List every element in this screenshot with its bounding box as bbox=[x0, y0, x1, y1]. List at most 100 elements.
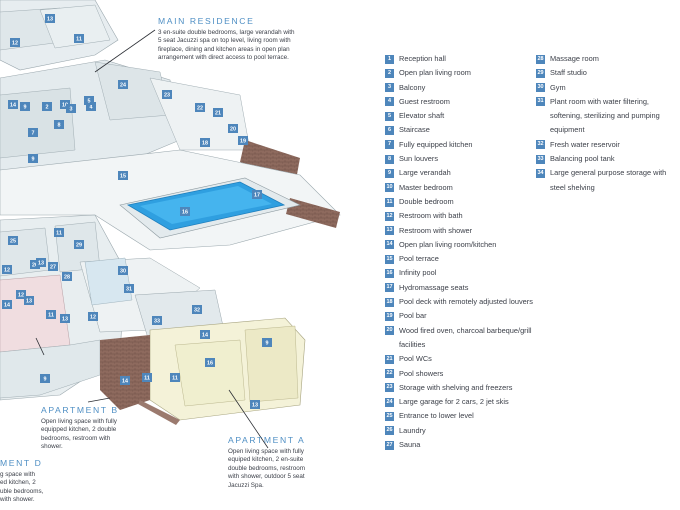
plan-label-number: 26 bbox=[32, 263, 38, 269]
callout-apartment-a: APARTMENT A Open living space with fully… bbox=[228, 436, 378, 491]
plan-label-32: 32 bbox=[192, 305, 202, 314]
plan-label-number: 27 bbox=[50, 265, 56, 271]
plan-label-box bbox=[238, 136, 248, 145]
plan-label-number: 13 bbox=[62, 317, 68, 323]
callout-apt-a-line: equiped kitchen, 2 en-suite bbox=[228, 456, 304, 464]
legend-number-badge: 4 bbox=[385, 97, 394, 107]
legend-label: Master bedroom bbox=[399, 182, 453, 192]
legend-number-badge: 15 bbox=[385, 254, 394, 264]
legend-number-badge: 25 bbox=[385, 412, 394, 422]
plan-label-25: 25 bbox=[8, 236, 18, 245]
plan-label-11: 11 bbox=[170, 373, 180, 382]
plan-label-number: 11 bbox=[144, 376, 150, 382]
callout-main-title: MAIN RESIDENCE bbox=[158, 16, 255, 26]
callout-apt-a-line: Jacuzzi Spa. bbox=[228, 481, 264, 489]
legend-number-badge: 24 bbox=[385, 397, 394, 407]
plan-label-13: 13 bbox=[45, 14, 55, 23]
plan-label-17: 17 bbox=[252, 190, 262, 199]
plan-label-box bbox=[30, 260, 40, 269]
legend-label: Restroom with shower bbox=[399, 225, 473, 235]
floor-plan: 1211132423222120191817161597810143031323… bbox=[0, 0, 341, 449]
legend-number-badge: 17 bbox=[385, 283, 394, 293]
plan-label-box bbox=[74, 34, 84, 43]
plan-label-number: 14 bbox=[202, 333, 208, 339]
plan-label-number: 20 bbox=[230, 127, 236, 133]
plan-label-number: 12 bbox=[12, 41, 18, 47]
plan-label-box bbox=[200, 138, 210, 147]
legend-number-badge: 11 bbox=[385, 197, 394, 207]
callout-apt-b-line: equipped kitchen, 2 double bbox=[41, 426, 117, 434]
callout-apt-d-line: uble bedrooms, bbox=[0, 487, 44, 495]
legend-number-badge: 2 bbox=[385, 68, 394, 78]
plan-label-number: 14 bbox=[4, 303, 10, 309]
plan-label-11: 11 bbox=[74, 34, 84, 43]
plan-label-13: 13 bbox=[24, 296, 34, 305]
callout-apt-a-title: APARTMENT A bbox=[228, 435, 306, 445]
plan-label-21: 21 bbox=[213, 108, 223, 117]
plan-label-box bbox=[60, 100, 70, 109]
callout-apt-d-line: ed kitchen, 2 bbox=[0, 479, 36, 487]
legend-number-badge: 14 bbox=[385, 240, 394, 250]
plan-label-number: 13 bbox=[47, 17, 53, 23]
legend-number-badge: 21 bbox=[385, 354, 394, 364]
legend-number-badge: 31 bbox=[536, 97, 545, 107]
plan-label-number: 22 bbox=[197, 106, 203, 112]
plan-label-box bbox=[262, 338, 272, 347]
plan-label-number: 18 bbox=[202, 141, 208, 147]
legend-label: Plant room with water filtering, softeni… bbox=[550, 96, 660, 135]
plan-label-number: 11 bbox=[76, 37, 82, 43]
plan-label-box bbox=[205, 358, 215, 367]
plan-label-9: 9 bbox=[28, 154, 38, 163]
plan-label-box bbox=[88, 312, 98, 321]
plan-label-number: 12 bbox=[18, 293, 24, 299]
plan-label-5: 5 bbox=[84, 96, 94, 105]
legend-label: Staircase bbox=[399, 125, 430, 135]
plan-label-number: 25 bbox=[10, 239, 16, 245]
callout-apt-d-title: MENT D bbox=[0, 458, 43, 468]
plan-label-number: 16 bbox=[182, 210, 188, 216]
plan-label-27: 27 bbox=[48, 262, 58, 271]
callout-apt-a-line: double bedrooms, restroom bbox=[228, 464, 306, 472]
plan-label-2: 2 bbox=[42, 102, 52, 111]
legend-label: Double bedroom bbox=[399, 196, 454, 206]
legend-label: Guest restroom bbox=[399, 96, 450, 106]
plan-label-11: 11 bbox=[54, 228, 64, 237]
plan-labels: 1211132423222120191817161597810143031323… bbox=[2, 14, 272, 409]
plan-label-3: 3 bbox=[66, 104, 76, 113]
legend-number-badge: 32 bbox=[536, 140, 545, 150]
legend-label: Balancing pool tank bbox=[550, 154, 615, 164]
legend-number-badge: 27 bbox=[385, 440, 394, 450]
callout-main-line: arrangement with direct access to pool t… bbox=[158, 54, 289, 62]
legend-label: Fully equipped kitchen bbox=[399, 139, 473, 149]
plan-label-number: 13 bbox=[252, 403, 258, 409]
legend-item-6: 6 Staircase bbox=[385, 123, 535, 137]
plan-label-box bbox=[74, 240, 84, 249]
plan-label-18: 18 bbox=[200, 138, 210, 147]
legend-number-badge: 12 bbox=[385, 211, 394, 221]
plan-label-number: 33 bbox=[154, 319, 160, 325]
plan-label-box bbox=[36, 258, 46, 267]
legend-number-badge: 28 bbox=[536, 54, 545, 64]
plan-label-box bbox=[142, 373, 152, 382]
plan-label-9: 9 bbox=[262, 338, 272, 347]
legend-number-badge: 6 bbox=[385, 126, 394, 136]
plan-label-box bbox=[120, 376, 130, 385]
plan-label-14: 14 bbox=[120, 376, 130, 385]
plan-label-12: 12 bbox=[88, 312, 98, 321]
plan-label-number: 14 bbox=[122, 379, 128, 385]
legend-label: Large verandah bbox=[399, 168, 451, 178]
legend-label: Pool showers bbox=[399, 368, 444, 378]
legend-label: Wood fired oven, charcoal barbeque/grill… bbox=[399, 325, 532, 349]
